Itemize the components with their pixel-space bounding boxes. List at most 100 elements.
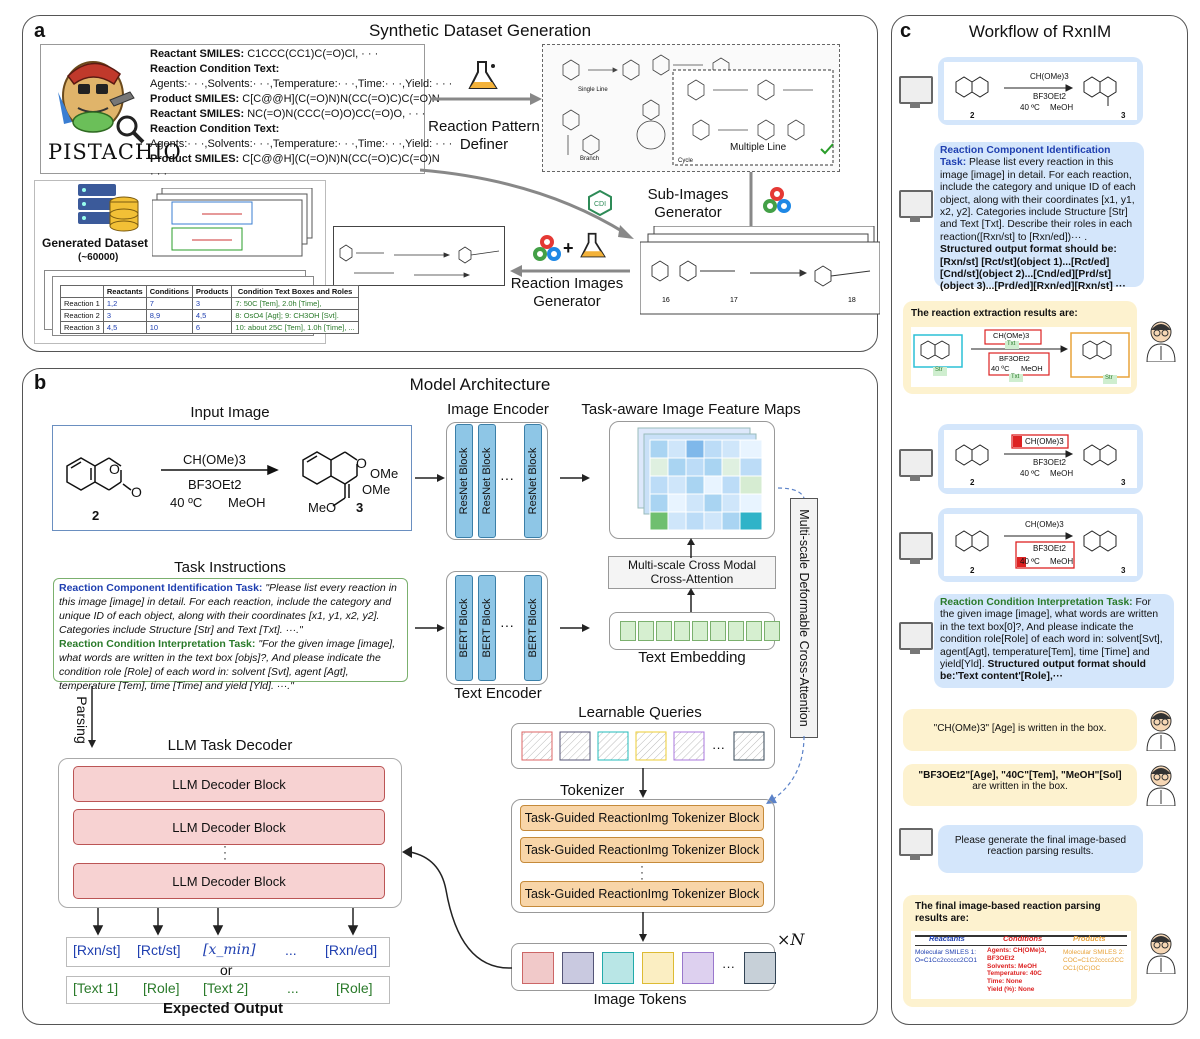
bert-block-1: BERT Block bbox=[455, 575, 473, 681]
ext-txt-tag-1: Txt bbox=[1007, 341, 1016, 347]
encoder-ellipsis: ··· bbox=[500, 470, 514, 486]
plus-icon: + bbox=[563, 238, 574, 258]
image-bubble-3: CH(OMe)3 BF3OEt2 40 ºC MeOH 2 3 bbox=[938, 508, 1143, 582]
answer-bubble-1: "CH(OMe)3" [Age] is written in the box. bbox=[903, 709, 1137, 751]
out-or: or bbox=[220, 962, 233, 978]
smiles-block-1: Reactant SMILES: C1CCC(CC1)C(=O)Cl, · · … bbox=[150, 48, 453, 105]
ext-str-tag-2: Str bbox=[1105, 375, 1113, 381]
table-row: Reaction 2 3 8,9 4,5 8: OsO4 [Agt]; 9: C… bbox=[60, 309, 359, 322]
arrow-cross-to-maps bbox=[685, 538, 697, 563]
final-header-conditions: Conditions bbox=[1003, 934, 1043, 943]
pattern-definer-label: Reaction Pattern Definer bbox=[428, 118, 540, 153]
arrows-decoder-output bbox=[58, 906, 388, 941]
c2-reagent-top: CH(OMe)3 bbox=[1025, 437, 1064, 446]
stacked-subimages: 16 17 18 bbox=[639, 225, 881, 318]
arrow-tokenizer-tokens bbox=[637, 912, 649, 947]
opencv-icon bbox=[763, 186, 791, 219]
final-header-reactants: Reactants bbox=[929, 934, 965, 943]
out-role-2: [Role] bbox=[336, 980, 373, 996]
extraction-title: The reaction extraction results are: bbox=[911, 308, 1078, 319]
database-icon bbox=[78, 184, 140, 239]
input-o2-label: O bbox=[131, 484, 142, 500]
input-ome-1: OMe bbox=[370, 466, 399, 481]
rcit-task-bubble: Reaction Condition Interpretation Task: … bbox=[934, 594, 1174, 688]
text-encoder-box bbox=[446, 571, 548, 685]
out-rct-st: [Rct/st] bbox=[137, 942, 181, 958]
dataset-count: (~60000) bbox=[78, 252, 119, 263]
dataset-stack-bg bbox=[34, 180, 326, 344]
layout-single-line: Single Line bbox=[578, 87, 608, 93]
svg-text:···: ··· bbox=[712, 740, 725, 755]
learnable-queries-title: Learnable Queries bbox=[578, 704, 702, 721]
resnet-block-2: ResNet Block bbox=[478, 424, 496, 538]
output-row-1-box bbox=[66, 937, 390, 967]
arrow-to-definer bbox=[430, 92, 542, 111]
c3-cmpd-3: 3 bbox=[1121, 566, 1126, 575]
arrow-text-encoder-embed bbox=[560, 621, 590, 639]
final-prompt-text: Please generate the final image-based re… bbox=[954, 835, 1127, 857]
input-meo: MeO bbox=[308, 500, 337, 515]
panel-b-label: b bbox=[34, 372, 47, 394]
sub-images-generator-label: Sub-Images Generator bbox=[647, 186, 729, 221]
c2-reagent-temp: 40 ºC bbox=[1020, 469, 1040, 478]
llm-vertical-dots: ··· bbox=[223, 839, 227, 865]
image-bubble-2: CH(OMe)3 BF3OEt2 40 ºC MeOH 2 3 bbox=[938, 424, 1143, 494]
svg-text:16: 16 bbox=[662, 297, 670, 304]
input-reagent-top: CH(OMe)3 bbox=[183, 452, 246, 467]
llm-decoder-block-2: LLM Decoder Block bbox=[73, 809, 385, 845]
svg-text:17: 17 bbox=[730, 297, 738, 304]
ext-reagent-solvent: MeOH bbox=[1021, 364, 1043, 373]
image-encoder-box bbox=[446, 422, 548, 540]
answer-2-rest: are written in the box. bbox=[972, 781, 1068, 792]
c1-reagent-solvent: MeOH bbox=[1050, 103, 1074, 112]
layout-multiple-line: Multiple Line bbox=[730, 142, 787, 153]
image-tokens-box: ··· bbox=[511, 943, 776, 991]
pistachio-logo: PISTACHIO bbox=[48, 140, 182, 164]
final-header-products: Products bbox=[1073, 934, 1106, 943]
c2-reagent-solvent: MeOH bbox=[1050, 469, 1074, 478]
ext-txt-tag-2: Txt bbox=[1011, 374, 1020, 380]
flask-icon-2 bbox=[578, 232, 608, 265]
llm-decoder-title: LLM Task Decoder bbox=[167, 737, 293, 754]
layout-cycle: Cycle bbox=[678, 158, 694, 164]
out-rxn-st: [Rxn/st] bbox=[73, 942, 121, 958]
tokenizer-block-3: Task-Guided ReactionImg Tokenizer Block bbox=[520, 881, 764, 907]
resnet-block-3: ResNet Block bbox=[524, 424, 542, 538]
scientist-avatar-3 bbox=[1143, 762, 1179, 811]
smiles-box bbox=[40, 44, 425, 174]
feature-maps-title: Task-aware Image Feature Maps bbox=[581, 401, 801, 418]
bert-block-3: BERT Block bbox=[524, 575, 542, 681]
arrow-instr-text-encoder bbox=[415, 621, 445, 639]
c1-reagent-mid: BF3OEt2 bbox=[1033, 92, 1066, 101]
input-image-title: Input Image bbox=[190, 404, 270, 421]
out-text-1: [Text 1] bbox=[73, 980, 119, 996]
feature-maps-box bbox=[609, 421, 775, 539]
input-reagent-solvent: MeOH bbox=[228, 495, 266, 510]
c1-cmpd-3: 3 bbox=[1121, 111, 1126, 120]
ext-str-tag-1: Str bbox=[935, 367, 943, 373]
final-product: Molecular SMILES 2: COC=C1C2cccc2CC OC1(… bbox=[1063, 949, 1125, 972]
task-instructions-box: Reaction Component Identification Task: … bbox=[53, 578, 408, 692]
magnifier-icon bbox=[114, 113, 146, 150]
text-encoder-label: Text Encoder bbox=[454, 685, 542, 702]
opencv-icon-2 bbox=[533, 234, 561, 267]
svg-text:18: 18 bbox=[848, 297, 856, 304]
curved-arrow-smiles bbox=[419, 165, 650, 250]
final-reactant: Molecular SMILES 1: O=C1Cc2ccccc2CO1 bbox=[915, 949, 977, 964]
input-reagent-mid: BF3OEt2 bbox=[188, 477, 242, 492]
image-tokens-label: Image Tokens bbox=[593, 991, 687, 1008]
cdk-icon: CDI bbox=[588, 189, 612, 221]
c3-reagent-solvent: MeOH bbox=[1050, 557, 1074, 566]
computer-icon-5 bbox=[899, 622, 933, 654]
final-results-title: The final image-based reaction parsing r… bbox=[915, 901, 1101, 924]
svg-text:CDI: CDI bbox=[594, 201, 606, 208]
final-results-bubble: The final image-based reaction parsing r… bbox=[903, 895, 1137, 1007]
computer-icon-4 bbox=[899, 532, 933, 564]
ext-reagent-mid: BF3OEt2 bbox=[999, 354, 1030, 363]
rci-task-bubble: Reaction Component Identification Task: … bbox=[934, 142, 1144, 292]
computer-icon-3 bbox=[899, 449, 933, 481]
c3-cmpd-2: 2 bbox=[970, 566, 975, 575]
extraction-bubble: The reaction extraction results are: CH(… bbox=[903, 301, 1137, 394]
tokenizer-title: Tokenizer bbox=[560, 782, 625, 799]
generated-reaction-image bbox=[333, 226, 505, 286]
